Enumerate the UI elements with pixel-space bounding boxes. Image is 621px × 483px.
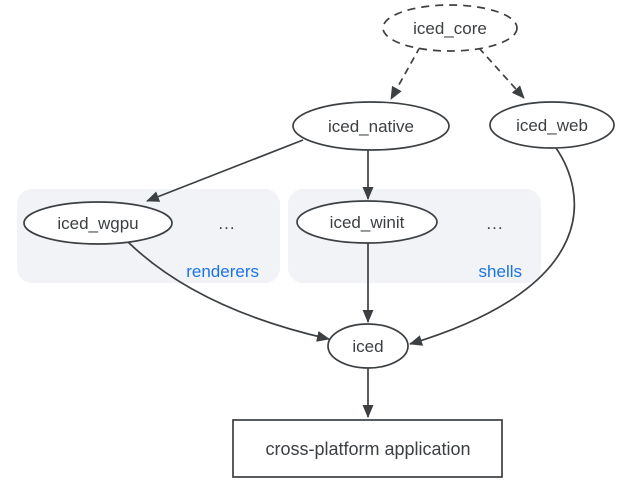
node-iced-native — [292, 101, 450, 151]
renderers-group-label: renderers — [186, 262, 259, 281]
node-iced-core-label: iced_core — [413, 19, 487, 38]
node-iced — [327, 323, 409, 369]
node-iced-wgpu — [23, 201, 173, 245]
edge-iced_wgpu-to-iced — [126, 240, 330, 342]
shells-group-label: shells — [479, 262, 522, 281]
node-iced-native-label: iced_native — [328, 117, 414, 136]
node-iced-winit — [296, 200, 438, 244]
node-iced-core — [382, 4, 518, 52]
node-iced-winit-label: iced_winit — [330, 213, 405, 232]
edge-iced_web-to-iced — [409, 147, 576, 346]
renderers-ellipsis: ... — [218, 214, 235, 233]
node-application-label: cross-platform application — [265, 439, 470, 459]
node-iced-label: iced — [352, 337, 383, 356]
node-iced-wgpu-label: iced_wgpu — [57, 214, 138, 233]
edge-iced_core-to-iced_web — [478, 47, 525, 99]
edge-iced_core-to-iced_native — [390, 46, 421, 100]
shells-ellipsis: ... — [486, 214, 503, 233]
node-iced-web — [489, 101, 615, 149]
edge-iced_native-to-iced_wgpu — [146, 139, 304, 202]
node-application — [232, 419, 503, 478]
node-iced-web-label: iced_web — [516, 116, 588, 135]
